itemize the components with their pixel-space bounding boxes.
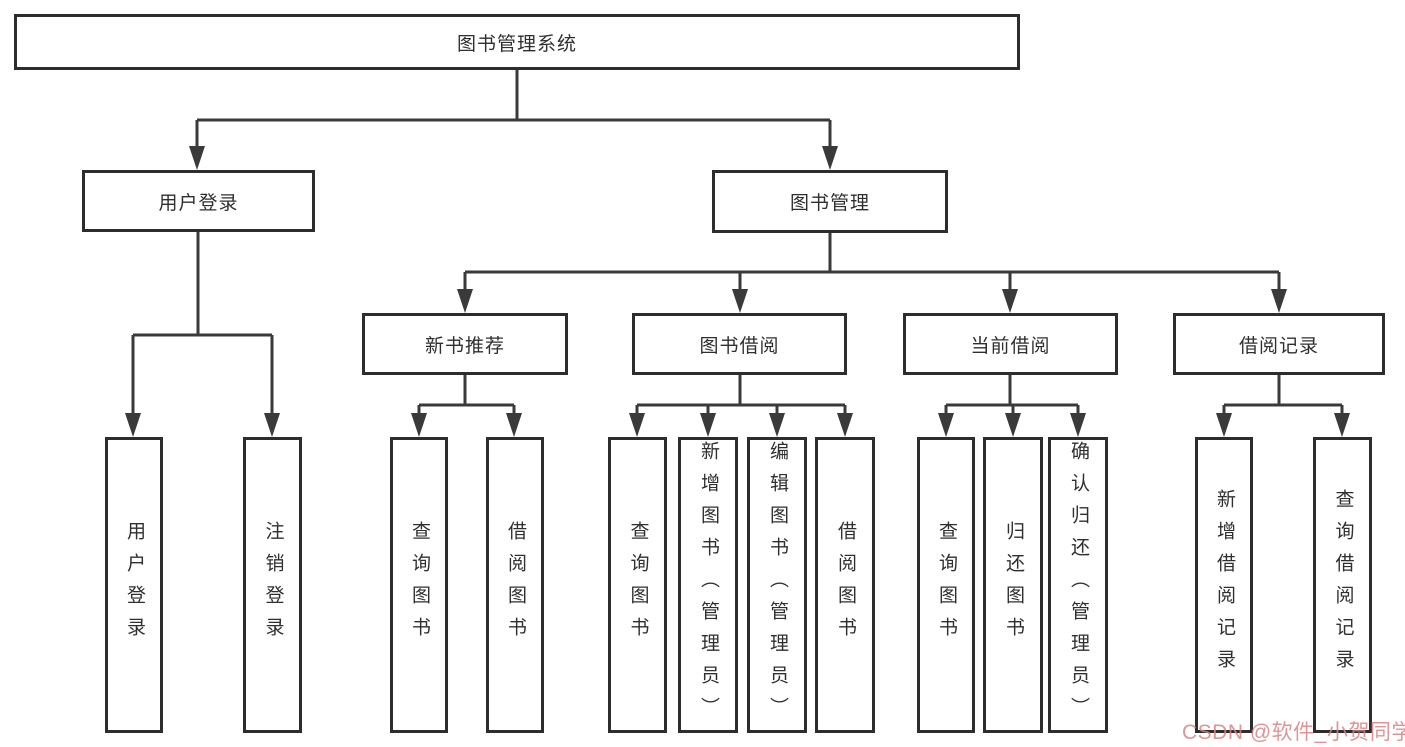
node-label: 查询图书 [408, 521, 430, 649]
connector-bookmgmt-to-level3 [457, 233, 1287, 313]
node-current-borrow: 当前借阅 [903, 313, 1118, 375]
node-label: 新增借阅记录 [1213, 489, 1235, 681]
connector-current-to-leaves [938, 375, 1086, 437]
node-label: 新增图书（管理员） [697, 441, 719, 729]
node-label: 当前借阅 [970, 335, 1051, 357]
node-label: 借阅图书 [504, 521, 526, 649]
connector-borrow-to-leaves [629, 375, 853, 437]
node-label: 确认归还（管理员） [1067, 441, 1089, 729]
leaf-borrow-books-recommend: 借阅图书 [486, 437, 544, 733]
node-label: 借阅记录 [1238, 335, 1319, 357]
connector-userlogin-to-leaves [125, 232, 280, 437]
node-label: 图书管理 [789, 193, 870, 214]
node-label: 归还图书 [1002, 521, 1024, 649]
leaf-borrow-books: 借阅图书 [815, 437, 875, 733]
leaf-add-books-admin: 新增图书（管理员） [678, 437, 738, 733]
node-label: 编辑图书（管理员） [766, 441, 788, 729]
leaf-query-books-borrow: 查询图书 [608, 437, 667, 733]
leaf-confirm-return-admin: 确认归还（管理员） [1048, 437, 1108, 733]
connector-root-to-level2 [189, 70, 838, 170]
leaf-query-borrow-record: 查询借阅记录 [1313, 437, 1372, 733]
connector-recommend-to-leaves [411, 375, 522, 437]
leaf-query-books-current: 查询图书 [917, 437, 975, 733]
node-label: 查询借阅记录 [1332, 489, 1354, 681]
node-new-book-recommend: 新书推荐 [362, 313, 568, 375]
node-label: 借阅图书 [834, 521, 856, 649]
node-label: 图书借阅 [699, 335, 780, 357]
node-label: 注销登录 [262, 521, 284, 649]
node-book-management: 图书管理 [712, 170, 948, 233]
node-borrow-records: 借阅记录 [1173, 313, 1385, 375]
leaf-add-borrow-record: 新增借阅记录 [1195, 437, 1253, 733]
leaf-return-books: 归还图书 [983, 437, 1043, 733]
watermark: CSDN @软件_小贺同学 [1182, 721, 1405, 744]
node-user-login: 用户登录 [82, 170, 315, 232]
node-label: 用户登录 [158, 192, 239, 214]
node-label: 查询图书 [935, 521, 957, 649]
connector-records-to-leaves [1216, 375, 1350, 437]
leaf-user-login: 用户登录 [105, 437, 163, 733]
node-root-system: 图书管理系统 [14, 14, 1020, 70]
node-book-borrow: 图书借阅 [632, 313, 847, 375]
node-label: 查询图书 [627, 521, 649, 649]
leaf-query-books-recommend: 查询图书 [390, 437, 448, 733]
node-label: 用户登录 [123, 521, 145, 649]
leaf-edit-books-admin: 编辑图书（管理员） [747, 437, 807, 733]
node-label: 图书管理系统 [456, 33, 577, 55]
leaf-logout: 注销登录 [243, 437, 302, 733]
node-label: 新书推荐 [424, 335, 505, 357]
